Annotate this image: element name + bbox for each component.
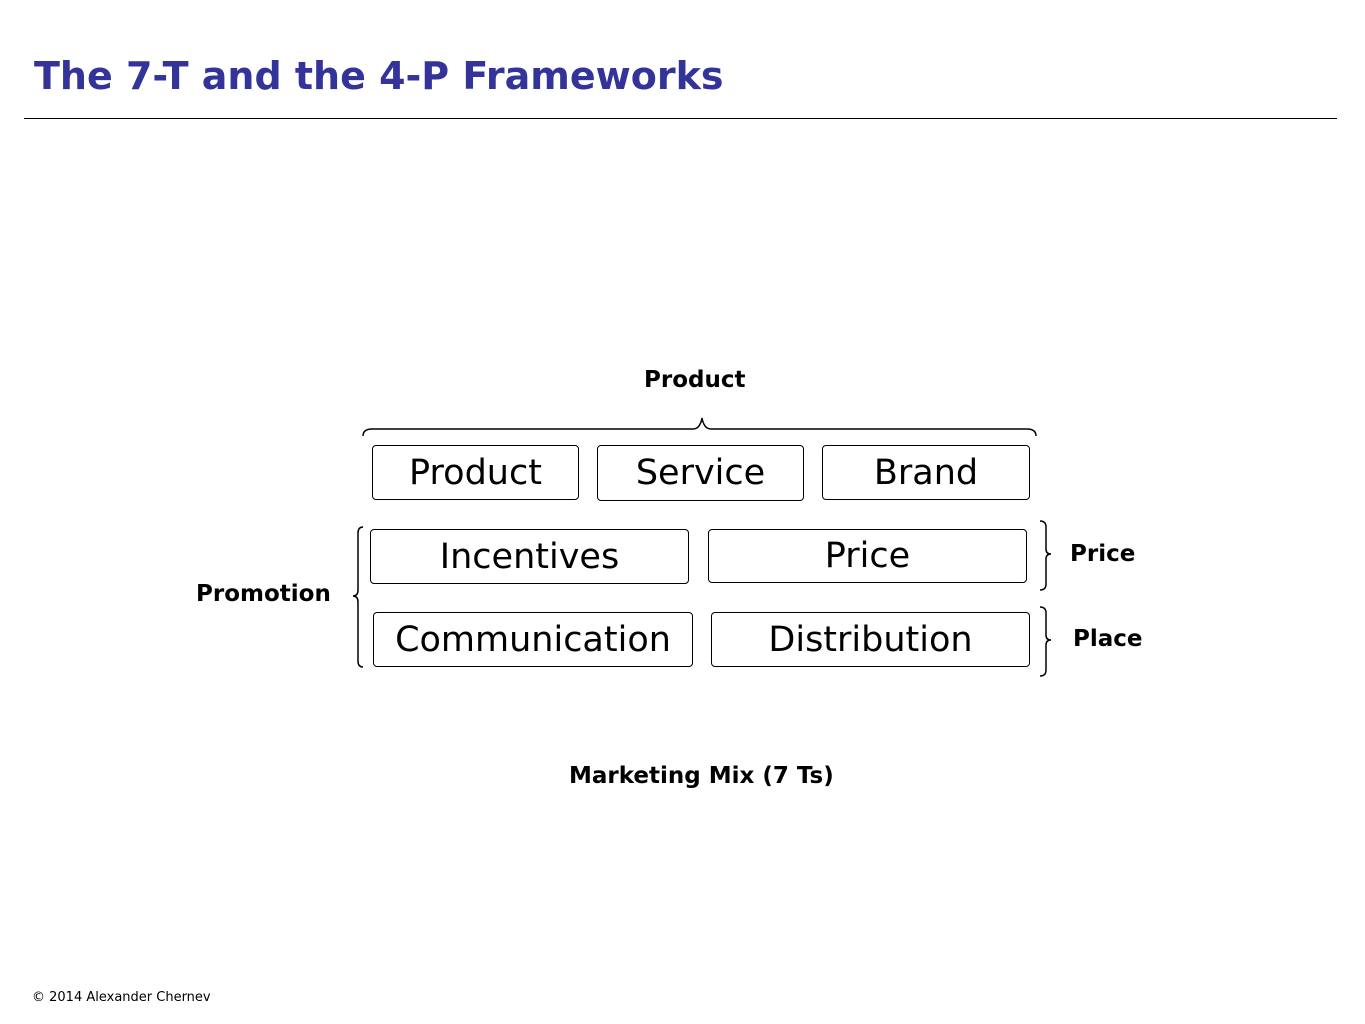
box-product: Product — [372, 445, 579, 500]
group-label-place: Place — [1073, 626, 1143, 652]
box-price: Price — [708, 529, 1027, 583]
box-brand: Brand — [822, 445, 1030, 500]
box-service: Service — [597, 445, 804, 501]
copyright-notice: © 2014 Alexander Chernev — [32, 990, 211, 1005]
box-incentives: Incentives — [370, 529, 689, 584]
group-label-promotion: Promotion — [196, 581, 331, 607]
title-divider — [24, 118, 1337, 119]
place-group-brace — [1039, 606, 1052, 677]
box-distribution: Distribution — [711, 612, 1030, 667]
group-label-price: Price — [1070, 541, 1136, 567]
price-group-brace — [1039, 520, 1052, 591]
diagram-caption: Marketing Mix (7 Ts) — [569, 763, 834, 789]
promotion-group-brace — [352, 526, 364, 668]
slide-title: The 7-T and the 4-P Frameworks — [34, 54, 724, 98]
box-communication: Communication — [373, 612, 693, 667]
product-group-brace — [362, 417, 1037, 437]
group-label-product: Product — [644, 367, 746, 393]
